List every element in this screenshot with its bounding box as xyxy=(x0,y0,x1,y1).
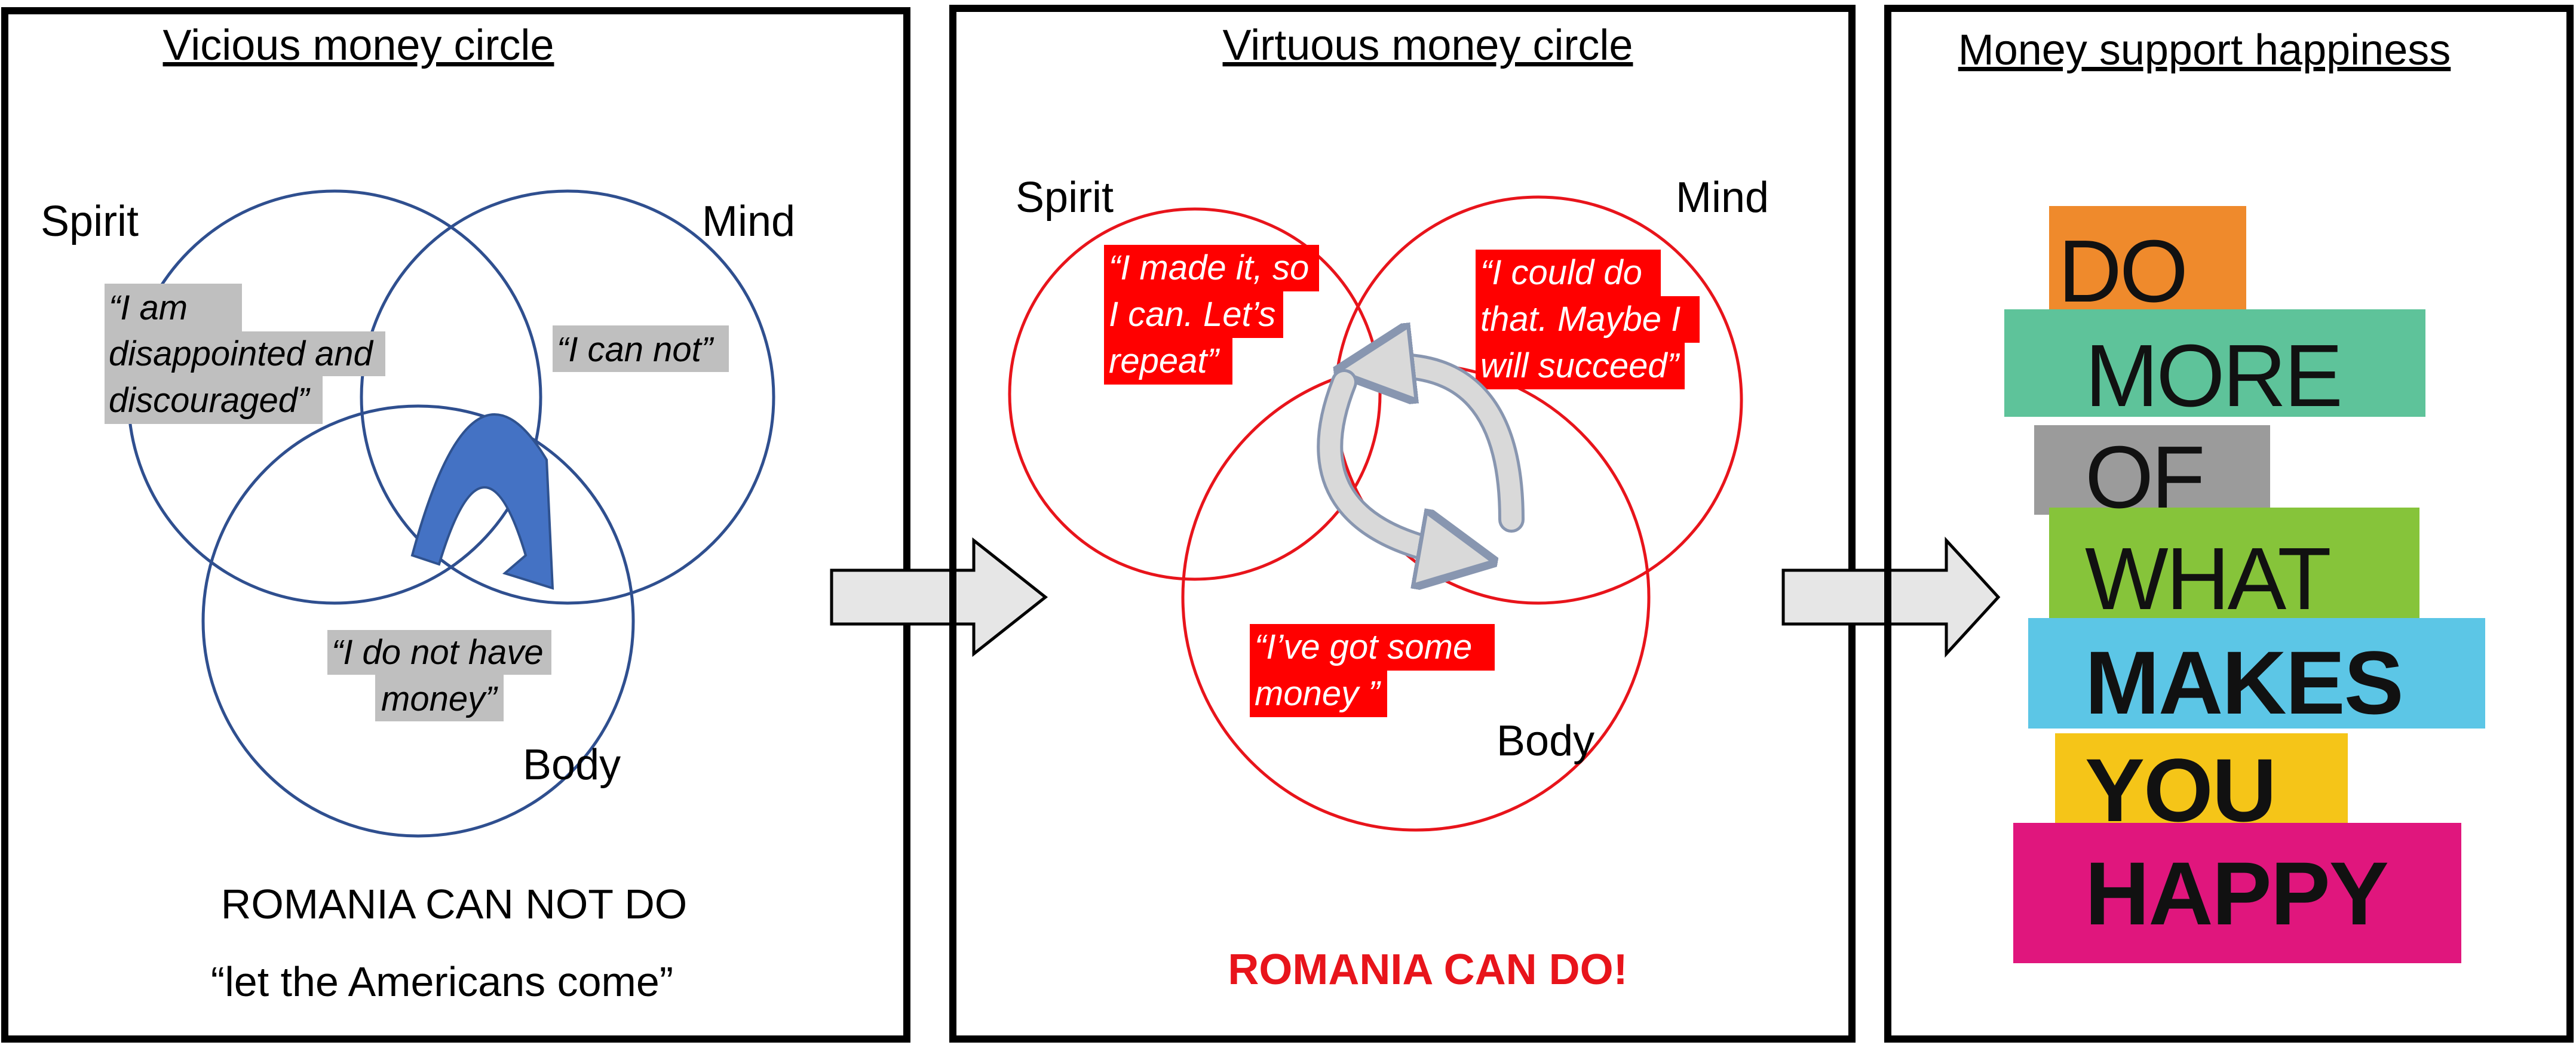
virtuous-quote-spirit-line1: “I made it, so xyxy=(1109,248,1309,287)
poster-word-what: WHAT xyxy=(2085,530,2330,628)
virtuous-cycle-arrows xyxy=(1317,366,1525,555)
vicious-quote-spirit: “I am disappointed and discouraged” xyxy=(105,284,385,424)
virtuous-label-body: Body xyxy=(1496,717,1594,765)
virtuous-bottom: ROMANIA CAN DO! xyxy=(1228,946,1627,994)
virtuous-quote-spirit: “I made it, so I can. Let’s repeat” xyxy=(1104,245,1319,385)
vicious-curved-arrow xyxy=(410,413,554,590)
virtuous-quote-spirit-line3: repeat” xyxy=(1109,342,1220,380)
vicious-mind-circle xyxy=(360,189,775,605)
vicious-body-circle xyxy=(201,404,635,838)
happiness-panel-frame xyxy=(1884,5,2574,1043)
virtuous-label-spirit: Spirit xyxy=(1016,174,1114,222)
vicious-title: Vicious money circle xyxy=(163,21,554,69)
virtuous-panel-frame xyxy=(949,5,1856,1043)
virtuous-quote-mind-line1: “I could do xyxy=(1480,253,1642,292)
poster-word-do: DO xyxy=(2058,222,2186,321)
poster-word-happy: HAPPY xyxy=(2085,843,2388,943)
vicious-bottom-line2: “let the Americans come” xyxy=(211,958,673,1005)
happiness-title: Money support happiness xyxy=(1958,26,2451,74)
vicious-quote-spirit-line2: disappointed and xyxy=(109,334,374,373)
arrow-vicious-to-virtuous xyxy=(830,537,1048,657)
poster-stripe-do xyxy=(2049,206,2246,314)
vicious-quote-mind: “I can not” xyxy=(553,325,729,372)
happiness-panel: Money support happiness DO MORE OF WHAT … xyxy=(1884,5,2574,1043)
vicious-quote-spirit-line3: discouraged” xyxy=(109,381,311,420)
poster-stripe-what xyxy=(2049,508,2419,618)
poster-word-you: YOU xyxy=(2085,740,2276,840)
poster: DO MORE OF WHAT MAKES YOU HAPPY xyxy=(2004,206,2485,963)
poster-stripe-of xyxy=(2034,425,2270,515)
virtuous-quote-mind-line3: will succeed” xyxy=(1480,346,1680,385)
vicious-label-body: Body xyxy=(523,741,621,789)
vicious-quote-mind-text: “I can not” xyxy=(557,330,714,369)
vicious-panel-frame xyxy=(1,7,910,1043)
vicious-panel: Vicious money circle Spirit Mind Body “I… xyxy=(1,7,910,1043)
vicious-quote-spirit-line1: “I am xyxy=(109,288,188,327)
poster-word-more: MORE xyxy=(2085,327,2341,425)
virtuous-quote-body: “I’ve got some money ” xyxy=(1250,624,1495,717)
virtuous-quote-body-line2: money ” xyxy=(1255,674,1381,713)
vicious-label-mind: Mind xyxy=(702,198,795,245)
virtuous-title: Virtuous money circle xyxy=(1223,21,1633,69)
vicious-quote-body-line1: “I do not have xyxy=(332,633,544,672)
poster-word-makes: MAKES xyxy=(2085,632,2403,733)
poster-stripe-makes xyxy=(2028,618,2485,729)
virtuous-quote-mind: “I could do that. Maybe I will succeed” xyxy=(1476,250,1700,389)
vicious-quote-body-line2: money” xyxy=(381,680,498,718)
vicious-bottom-line1: ROMANIA CAN NOT DO xyxy=(221,881,687,927)
virtuous-quote-spirit-line2: I can. Let’s xyxy=(1109,295,1275,334)
virtuous-quote-body-line1: “I’ve got some xyxy=(1255,628,1472,666)
poster-word-of: OF xyxy=(2085,428,2203,527)
poster-stripe-happy xyxy=(2013,823,2461,963)
vicious-quote-body: “I do not have money” xyxy=(327,630,551,721)
virtuous-panel: Virtuous money circle Spirit Mind Body “… xyxy=(949,5,1856,1043)
poster-stripe-more xyxy=(2004,309,2425,417)
virtuous-label-mind: Mind xyxy=(1676,174,1769,222)
vicious-label-spirit: Spirit xyxy=(41,198,139,245)
virtuous-quote-mind-line2: that. Maybe I xyxy=(1480,300,1680,339)
